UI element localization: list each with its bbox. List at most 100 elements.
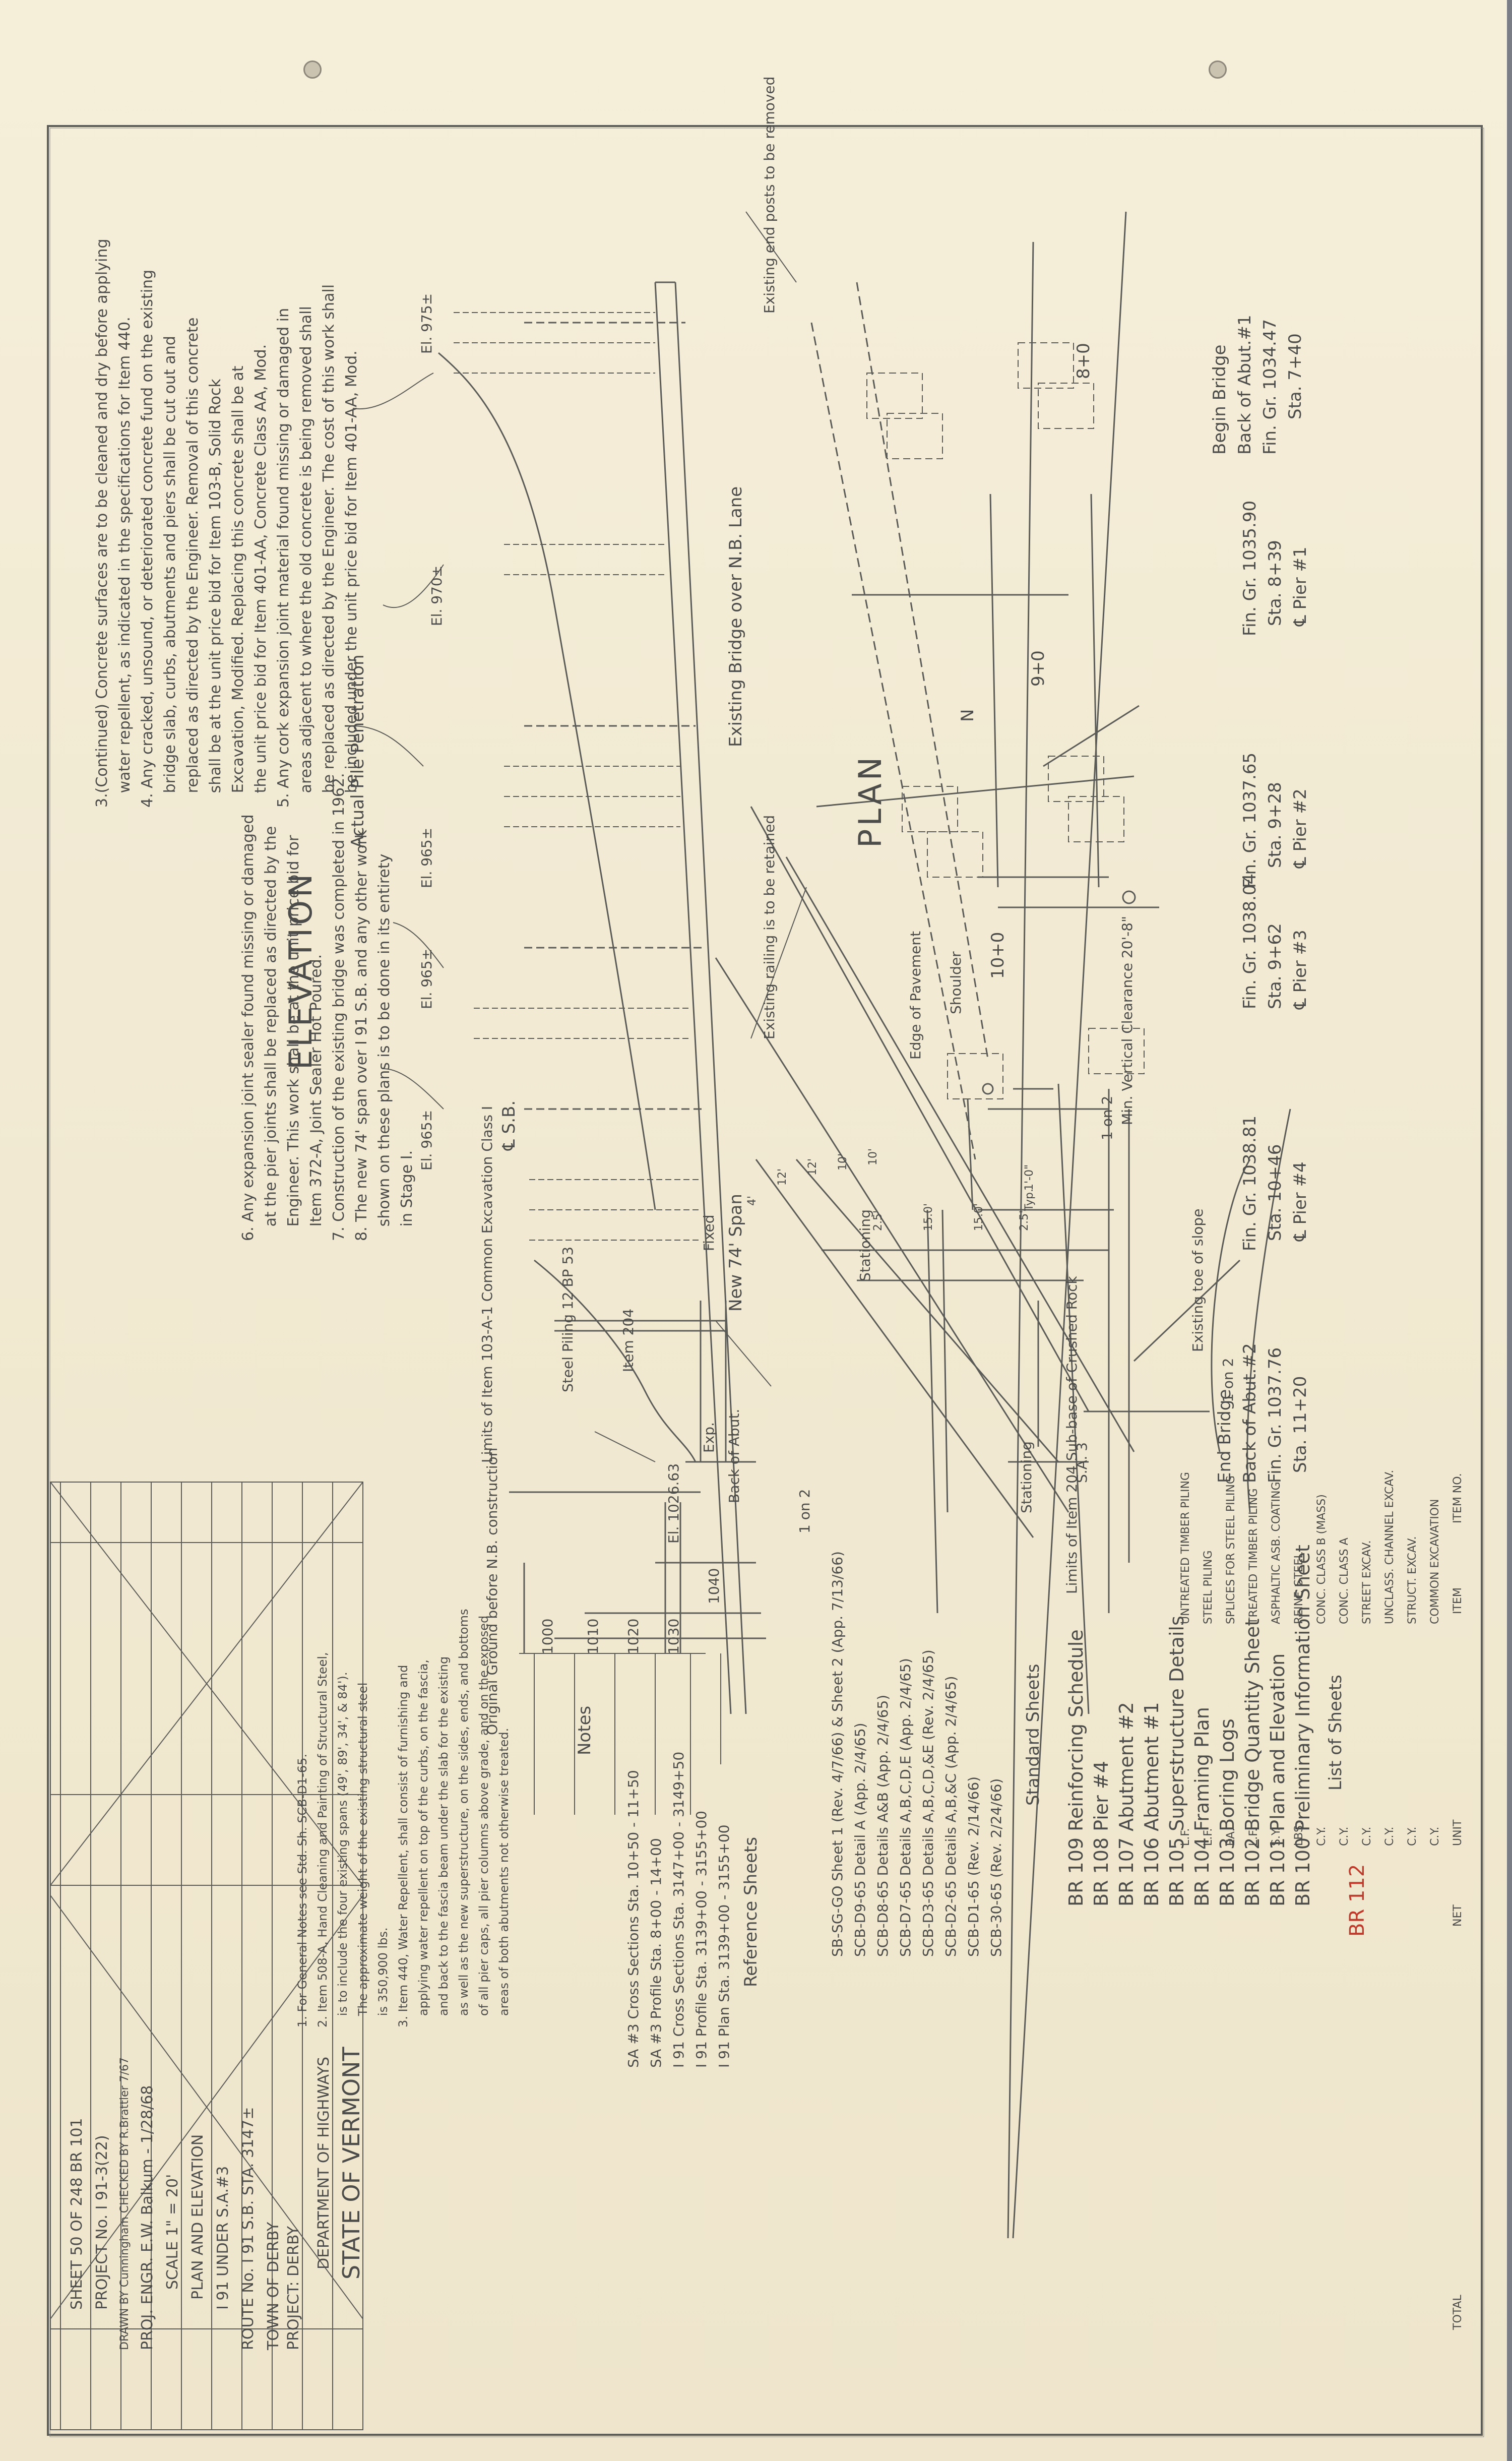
reference-item: I 91 Profile Sta. 3139+00 - 3155+00 xyxy=(693,1811,710,2068)
std-sheet-item: SCB-D7-65 Details A,B,C,D,E (App. 2/4/65… xyxy=(897,1658,914,1957)
qty-header: ITEM xyxy=(1452,1587,1464,1614)
station-label: Sta. 7+40 xyxy=(1285,333,1305,419)
qty-unit: C.Y. xyxy=(1406,1826,1419,1846)
reference-item: I 91 Cross Sections Sta. 3147+00 - 3149+… xyxy=(670,1751,687,2068)
station-grade: Sta. 9+62 xyxy=(1265,923,1285,1009)
new-span-label: New 74' Span xyxy=(726,1194,746,1312)
station-note: End Bridge xyxy=(1215,1389,1235,1483)
item-204-label: Item 204 xyxy=(620,1308,637,1372)
title-drawn: DRAWN BY Cunningham CHECKED BY R.Brattle… xyxy=(118,2057,131,2350)
sheet-list-item: BR 101 Plan and Elevation xyxy=(1267,1653,1289,1906)
station-note: Fin. Gr. 1038.04 xyxy=(1240,873,1260,1009)
qty-header: ITEM NO. xyxy=(1452,1473,1464,1523)
sheet-list-item: BR 108 Pier #4 xyxy=(1090,1761,1112,1906)
station-grade: Fin. Gr. 1034.47 xyxy=(1260,319,1280,455)
reference-item: SA #3 Cross Sections Sta. 10+50 - 11+50 xyxy=(625,1770,642,2068)
corner-mark: BR 112 xyxy=(1346,1864,1369,1937)
station-note: Back of Abut.#2 xyxy=(1240,1343,1260,1483)
station-label: Sta. 11+20 xyxy=(1290,1376,1310,1473)
qty-item: STREET EXCAV. xyxy=(1361,1540,1373,1624)
dim-label: Typ. xyxy=(1023,1189,1036,1211)
limits-excavation-label: Limits of Item 103-A-1 Common Excavation… xyxy=(479,1105,495,1463)
grid-level: 1020 xyxy=(625,1618,642,1654)
station-grade: Fin. Gr. 1037.76 xyxy=(1265,1347,1285,1483)
title-under: I 91 UNDER S.A.#3 xyxy=(214,2166,232,2310)
std-sheet-item: SCB-D1-65 (Rev. 2/14/66) xyxy=(965,1776,982,1957)
notes-right-title: Notes xyxy=(575,1705,595,1755)
sheet-list-item: BR 109 Reinforcing Schedule xyxy=(1065,1629,1087,1906)
grid-level: 1010 xyxy=(585,1618,601,1654)
steel-piling-label: Steel Piling 12 BP 53 xyxy=(559,1246,576,1392)
qty-header: UNIT xyxy=(1452,1819,1464,1847)
lane-dim: 10' xyxy=(837,1153,849,1171)
qty-item: ASPHALTIC ASB. COATING xyxy=(1270,1482,1283,1624)
station-label: ℄ Pier #2 xyxy=(1290,788,1310,868)
station-label: ℄ Pier #4 xyxy=(1290,1161,1310,1241)
sheet-list-item: BR 105 Superstructure Details xyxy=(1166,1616,1188,1906)
existing-railing-label: Existing railing is to be retained xyxy=(761,815,778,1039)
std-sheet-item: SCB-D2-65 Details A,B,&C (App. 2/4/65) xyxy=(942,1676,959,1957)
lane-dim: 12' xyxy=(776,1168,789,1186)
limits-item-label: Limits of Item 204 Sub-base of Crushed R… xyxy=(1063,1276,1080,1594)
qty-unit: L.F. xyxy=(1202,1828,1215,1846)
qty-unit: S.Y. xyxy=(1270,1827,1283,1846)
lane-dim: 4' xyxy=(746,1195,759,1206)
qty-item: TREATED TIMBER PILING xyxy=(1247,1488,1260,1624)
elevation-mark: El. 965± xyxy=(418,948,435,1009)
station-note: Fin. Gr. 1038.81 xyxy=(1240,1115,1260,1251)
qty-unit: C.Y. xyxy=(1361,1826,1373,1846)
station-note: Back of Abut.#1 xyxy=(1235,315,1255,455)
slope-label: 1 on 2 xyxy=(796,1489,813,1533)
title-project: PROJECT: DERBY xyxy=(285,2226,302,2350)
std-sheet-item: SB-SG-GO Sheet 1 (Rev. 4/7/66) & Sheet 2… xyxy=(829,1551,846,1957)
punch-hole xyxy=(303,60,322,79)
sheet-list-item: BR 104 Framing Plan xyxy=(1191,1707,1213,1906)
std-sheet-item: SCB-D9-65 Detail A (App. 2/4/65) xyxy=(852,1722,868,1957)
qty-item: UNTREATED TIMBER PILING xyxy=(1179,1472,1192,1624)
qty-unit: LBS. xyxy=(1293,1822,1305,1846)
offset-label: 10+0 xyxy=(988,932,1008,979)
title-proj-engr: PROJ. ENGR. E.W. Balkum - 1/28/68 xyxy=(139,2085,156,2350)
existing-toe-label: Existing toe of slope xyxy=(1189,1208,1206,1352)
elevation-mark: El. 965± xyxy=(418,827,435,888)
lane-dim: 10' xyxy=(867,1148,879,1165)
elevation-mark: El. 970± xyxy=(428,565,445,626)
station-grade: Sta. 8+39 xyxy=(1265,540,1285,626)
elevation-mark: El. 975± xyxy=(418,293,435,354)
back-of-abut-label: Back of Abut. xyxy=(726,1408,742,1503)
std-sheet-item: SCB-30-65 (Rev. 2/24/66) xyxy=(988,1778,1004,1957)
reference-item: SA #3 Profile Sta. 8+00 - 14+00 xyxy=(648,1838,664,2068)
dim-label: 1'-0" xyxy=(1023,1164,1036,1191)
title-town: TOWN OF DERBY xyxy=(265,2222,282,2350)
sheet-list-item: BR 107 Abutment #2 xyxy=(1115,1702,1138,1906)
slope-label: 1 on 2 xyxy=(1220,1358,1236,1402)
station-label: ℄ Pier #3 xyxy=(1290,930,1310,1009)
title-sheet-title: PLAN AND ELEVATION xyxy=(189,2134,207,2300)
std-sheet-item: SCB-D3-65 Details A,B,C,D,&E (Rev. 2/4/6… xyxy=(920,1649,936,1957)
title-dept: DEPARTMENT OF HIGHWAYS xyxy=(315,2056,333,2269)
qty-item: CONC. CLASS A xyxy=(1338,1537,1351,1624)
offset-label: 9+0 xyxy=(1028,650,1048,687)
qty-unit: C.Y. xyxy=(1315,1826,1328,1846)
dim-label: 15.0' xyxy=(973,1203,985,1231)
qty-item: COMMON EXCAVATION xyxy=(1429,1499,1441,1624)
qty-unit: L.F. xyxy=(1179,1828,1192,1846)
edge-pavement-label: Edge of Pavement xyxy=(907,931,924,1060)
list-of-sheets-title: List of Sheets xyxy=(1326,1675,1346,1791)
title-sheet-no: SHEET 50 OF 248 BR 101 xyxy=(68,2118,86,2310)
qty-item: REINF. STEEL xyxy=(1293,1552,1305,1624)
stationing-label: Stationing xyxy=(857,1209,873,1281)
north-arrow-label: N xyxy=(958,709,978,722)
fixed-label: Fixed xyxy=(701,1214,717,1251)
qty-item: UNCLASS. CHANNEL EXCAV. xyxy=(1383,1469,1396,1624)
min-clearance-label: Min. Vertical Clearance 20'-8" xyxy=(1119,916,1136,1125)
qty-unit: C.Y. xyxy=(1383,1826,1396,1846)
elevation-mark: El. 965± xyxy=(418,1110,435,1171)
sa3-label: S.A. 3 xyxy=(1074,1442,1090,1483)
lane-dim: 12' xyxy=(806,1158,819,1176)
qty-unit: L.F. xyxy=(1247,1828,1260,1846)
station-note: Fin. Gr. 1037.65 xyxy=(1240,752,1260,888)
